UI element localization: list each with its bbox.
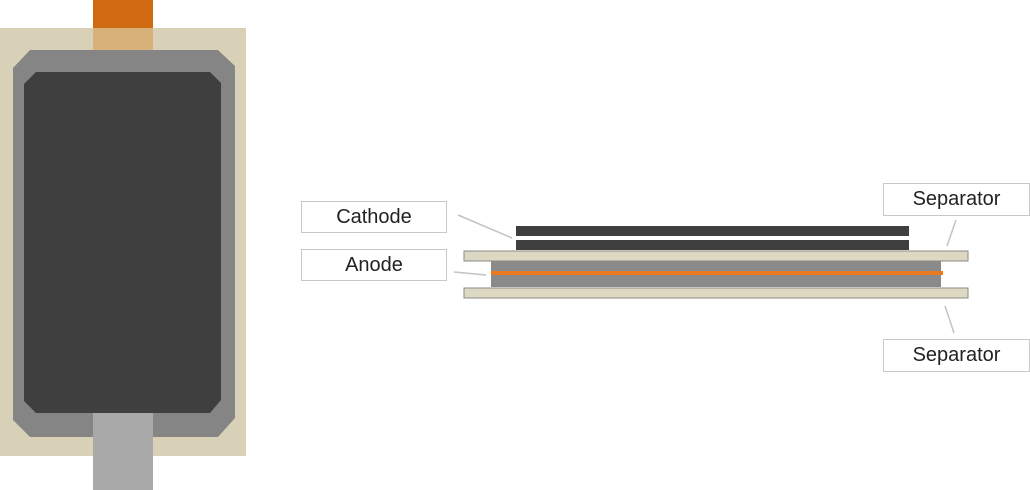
separator-top-leader-line <box>946 219 957 247</box>
cathode-layer-top <box>516 226 909 236</box>
anode-leader-line <box>453 271 487 276</box>
separator-bottom-layer <box>463 287 969 299</box>
separator-top-label: Separator <box>883 183 1030 216</box>
cathode-label: Cathode <box>301 201 447 233</box>
separator-bottom-label: Separator <box>883 339 1030 372</box>
cell-body <box>24 72 221 413</box>
anode-label: Anode <box>301 249 447 281</box>
current-collector <box>491 271 943 275</box>
cathode-layer-bottom <box>516 240 909 250</box>
positive-tab <box>93 0 153 30</box>
cross-section <box>463 226 969 299</box>
separator-bottom-leader-line <box>944 305 955 334</box>
leader-lines <box>453 214 957 334</box>
negative-tab <box>93 413 153 490</box>
pouch-cell <box>0 0 246 490</box>
positive-tab-overlap <box>93 28 153 52</box>
separator-top-layer <box>463 250 969 262</box>
cathode-leader-line <box>457 214 513 239</box>
